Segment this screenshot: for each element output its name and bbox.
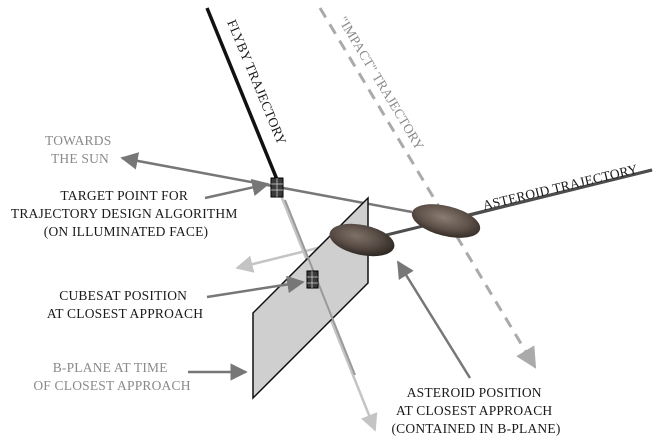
- cubesat-closest-approach-icon: [306, 270, 319, 289]
- cubesat-position-label: CUBESAT POSITION AT CLOSEST APPROACH: [47, 288, 203, 321]
- flyby-through-b-plane: [284, 199, 356, 376]
- asteroid-position-label: ASTEROID POSITION AT CLOSEST APPROACH (C…: [391, 385, 560, 436]
- impact-trajectory-label: "IMPACT" TRAJECTORY: [335, 14, 427, 153]
- cubesat-callout-arrow: [206, 275, 305, 299]
- asteroid-closest-approach: [329, 223, 395, 257]
- b-plane: [252, 196, 369, 400]
- asteroid-position-callout-arrow: [396, 260, 472, 379]
- impact-trajectory-line: [318, 7, 537, 369]
- cubesat-target-icon: [270, 177, 284, 198]
- towards-sun-label: TOWARDS THE SUN: [45, 133, 115, 166]
- flyby-trajectory-line: [205, 7, 280, 183]
- target-point-label: TARGET POINT FOR TRAJECTORY DESIGN ALGOR…: [11, 188, 241, 239]
- asteroid-trajectory-label: ASTEROID TRAJECTORY: [481, 161, 639, 213]
- asteroid-body: [411, 204, 481, 238]
- target-point-callout-arrow: [204, 178, 270, 200]
- asteroid-trajectory-front: [469, 168, 653, 217]
- b-plane-label: B-PLANE AT TIME OF CLOSEST APPROACH: [33, 360, 190, 393]
